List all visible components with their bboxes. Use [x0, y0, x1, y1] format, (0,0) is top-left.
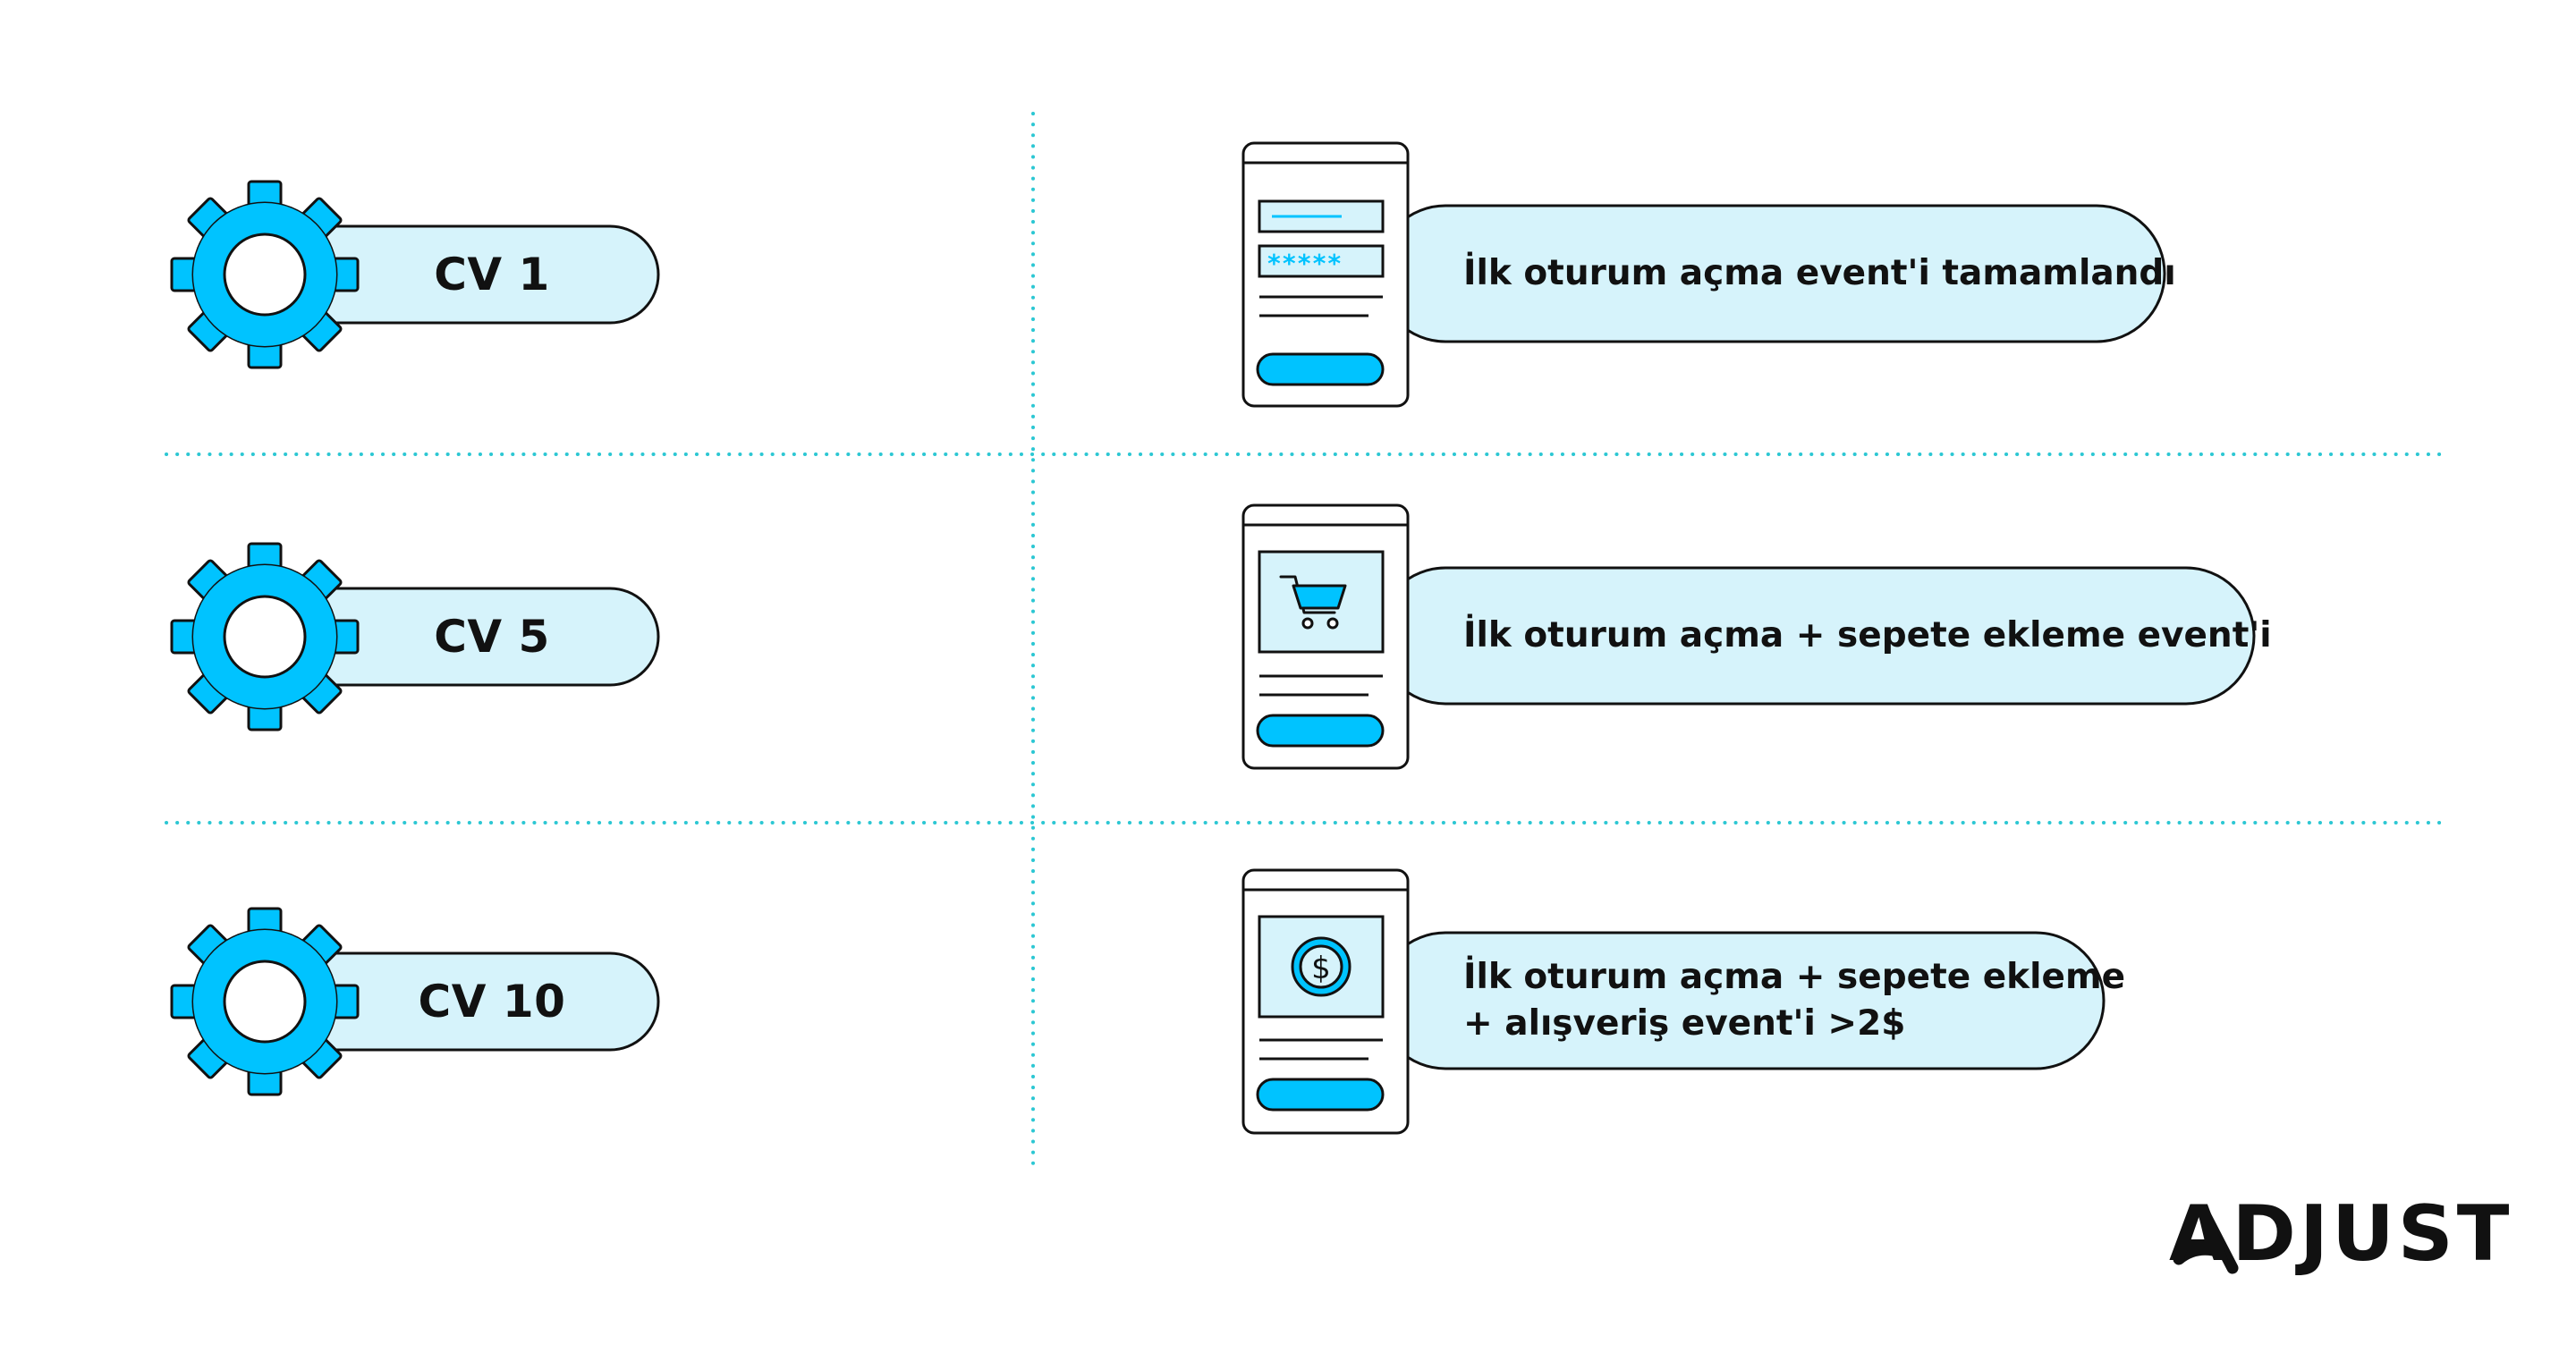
- coin-symbol: $: [1311, 951, 1331, 986]
- adjust-logo-mark: [2173, 1206, 2239, 1274]
- phone-mockup: $: [1241, 868, 1410, 1135]
- phone-mockup: *****: [1241, 141, 1410, 408]
- gear-icon: [170, 907, 360, 1096]
- phone-button: [1256, 714, 1385, 748]
- shopping-cart-icon: [1279, 575, 1347, 630]
- grid-dividers: [165, 112, 2444, 1169]
- event-label-10: İlk oturum açma + sepete ekleme + alışve…: [1463, 954, 2125, 1047]
- cv-row-2: [170, 503, 2256, 770]
- cv-label-5: CV 5: [434, 611, 550, 663]
- gear-icon: [170, 542, 360, 731]
- phone-button: [1256, 1078, 1385, 1112]
- cv-row-1: *****: [170, 141, 2166, 408]
- login-form-icon: *****: [1258, 199, 1385, 278]
- dollar-coin-icon: $: [1291, 936, 1352, 997]
- password-mask: *****: [1267, 249, 1342, 278]
- gear-icon: [170, 180, 360, 369]
- cv-row-3: $: [170, 868, 2106, 1135]
- adjust-logo: ADJUST: [2169, 1189, 2513, 1279]
- cv-label-10: CV 10: [418, 976, 566, 1027]
- event-label-1: İlk oturum açma event'i tamamlandı: [1463, 250, 2176, 297]
- event-label-5: İlk oturum açma + sepete ekleme event'i: [1463, 613, 2272, 659]
- phone-button: [1256, 352, 1385, 386]
- event-line: İlk oturum açma + sepete ekleme: [1463, 957, 2126, 997]
- phone-mockup: [1241, 503, 1410, 770]
- event-line: İlk oturum açma + sepete ekleme event'i: [1463, 615, 2272, 655]
- event-line: + alışveriş event'i >2$: [1463, 1003, 1906, 1044]
- cv-label-1: CV 1: [434, 249, 550, 300]
- event-line: İlk oturum açma event'i tamamlandı: [1463, 253, 2176, 293]
